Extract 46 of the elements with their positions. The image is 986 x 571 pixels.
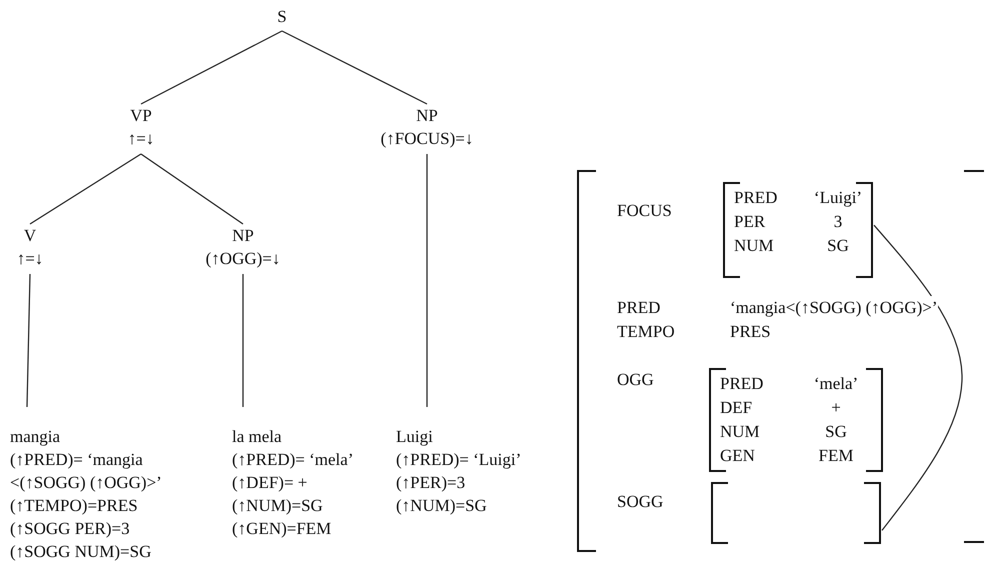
tree-branch	[282, 30, 428, 105]
f-annotation: (↑OGG)=↓	[204, 248, 282, 270]
feature-name: PER	[734, 211, 766, 233]
f-equation: (↑GEN)=FEM	[232, 518, 332, 540]
word: Luigi	[396, 426, 434, 448]
binding-curve	[874, 224, 963, 531]
feature-value: SG	[824, 421, 848, 443]
category-label: NP	[231, 225, 255, 247]
f-equation: (↑NUM)=SG	[396, 495, 488, 517]
category-label: V	[22, 225, 38, 247]
feature-value: FEM	[818, 445, 854, 467]
f-annotation: ↑=↓	[126, 128, 156, 150]
feature-value: +	[830, 397, 842, 419]
f-equation: (↑PRED)= ‘mangia <(↑SOGG) (↑OGG)>’	[10, 449, 163, 494]
feature-name: DEF	[720, 397, 754, 419]
tree-branch	[242, 274, 244, 407]
f-equation: (↑TEMPO)=PRES	[10, 495, 139, 517]
f-equation: (↑PRED)= ‘mela’	[232, 449, 354, 471]
tree-branch	[30, 154, 142, 224]
tree-branch	[26, 274, 31, 408]
feature-name: PRED	[720, 373, 764, 395]
feature-name: NUM	[720, 421, 761, 443]
f-equation: (↑PER)=3	[396, 472, 466, 494]
word: mangia	[10, 426, 62, 448]
category-label: NP	[415, 105, 439, 127]
f-equation: (↑NUM)=SG	[232, 495, 324, 517]
category-label: S	[276, 6, 288, 28]
tree-branch	[140, 154, 244, 224]
tree-branch	[140, 30, 282, 105]
feature-name: PRED	[734, 187, 778, 209]
feature-name: GEN	[720, 445, 756, 467]
f-equation: (↑SOGG PER)=3	[10, 518, 131, 540]
feature-value: SG	[826, 235, 850, 257]
f-equation: (↑PRED)= ‘Luigi’	[396, 449, 522, 471]
f-annotation: ↑=↓	[16, 248, 44, 270]
tree-branch	[426, 154, 428, 407]
f-equation: (↑DEF)= +	[232, 472, 308, 494]
f-equation: (↑SOGG NUM)=SG	[10, 541, 152, 563]
feature-value: ‘mangia<(↑SOGG) (↑OGG)>’	[730, 296, 938, 320]
f-annotation: (↑FOCUS)=↓	[380, 128, 474, 150]
feature-value: ‘Luigi’	[812, 187, 864, 209]
feature-value: ‘mela’	[812, 373, 860, 395]
feature-value: 3	[832, 211, 844, 233]
feature-name: NUM	[734, 235, 775, 257]
word: la mela	[232, 426, 283, 448]
category-label: VP	[129, 105, 153, 127]
